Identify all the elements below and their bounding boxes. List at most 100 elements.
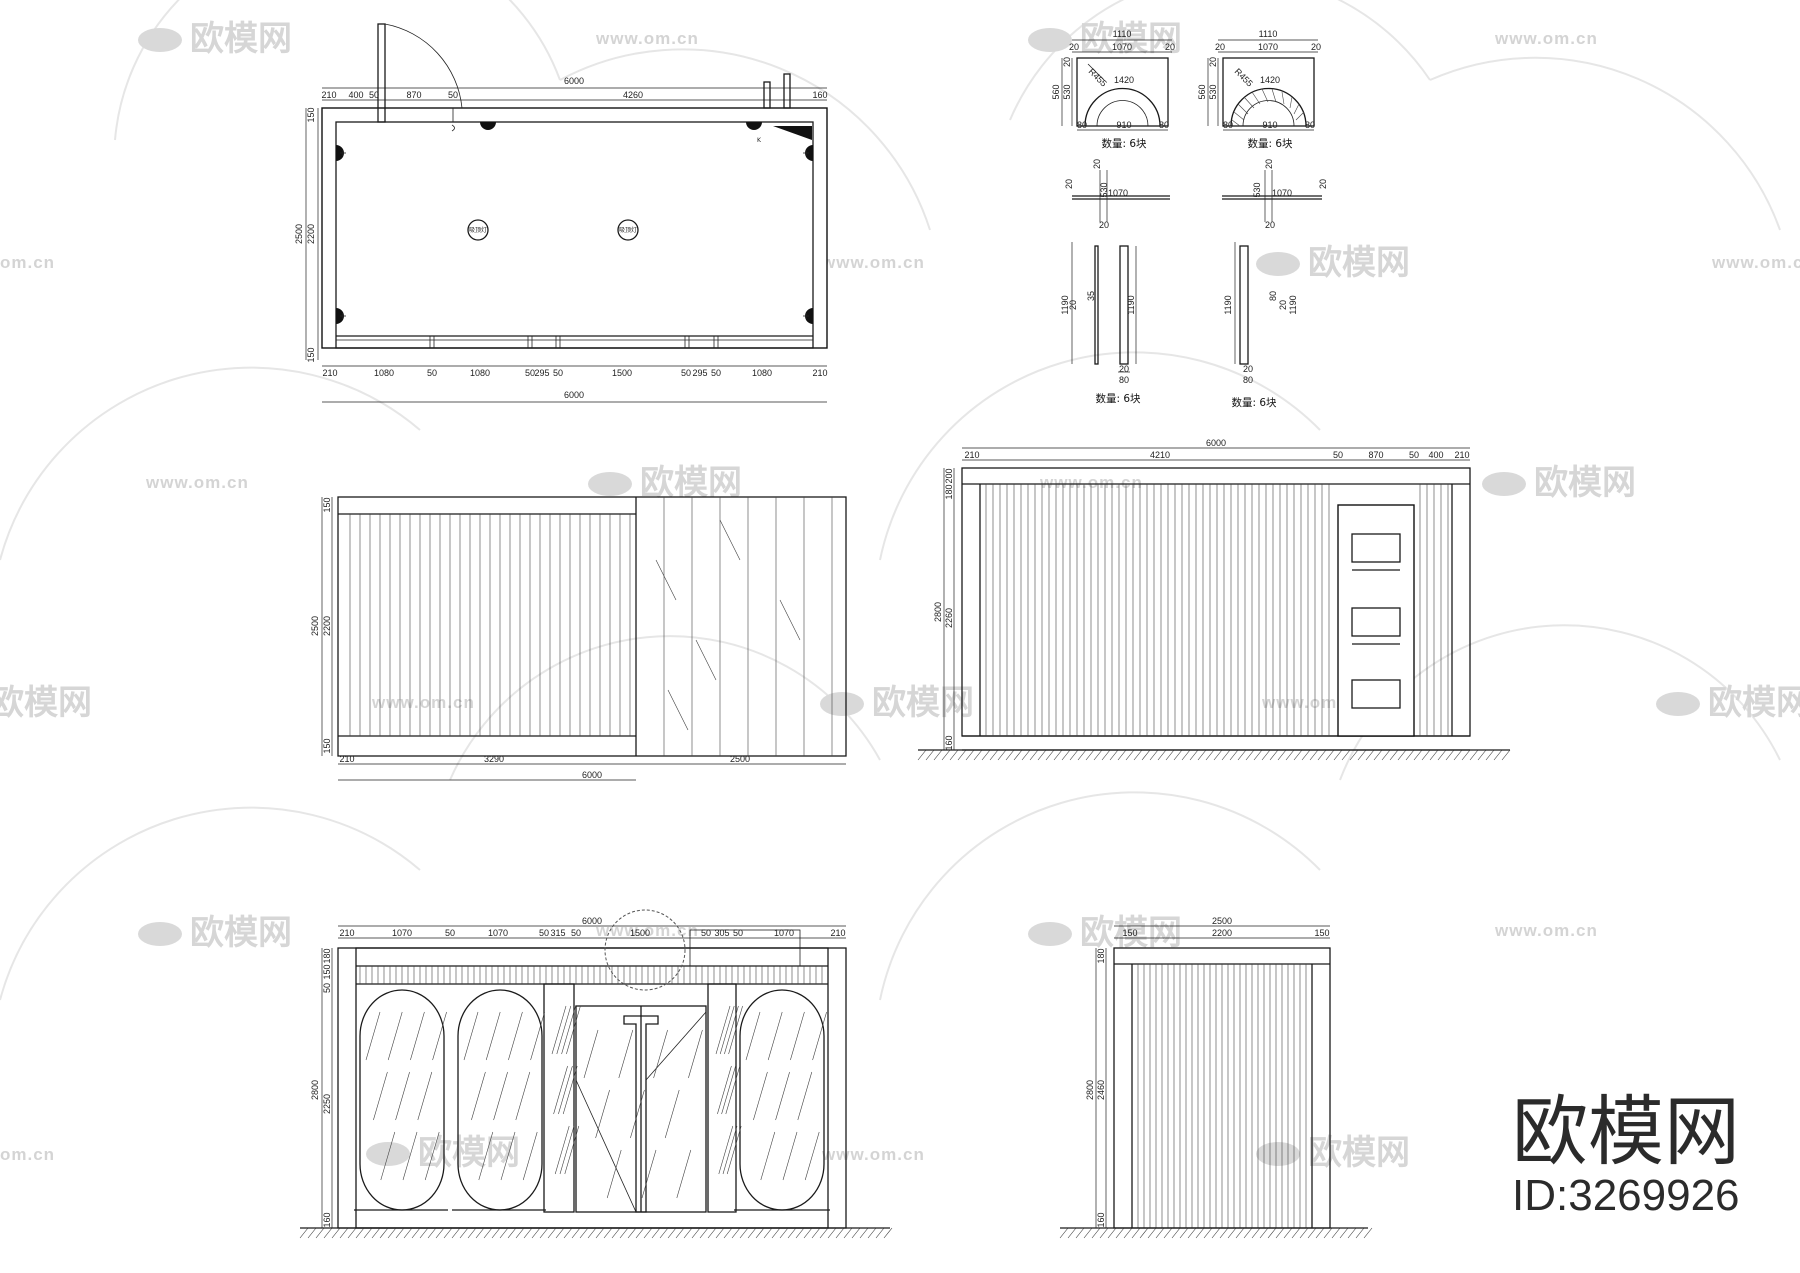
ground-hatch [339,1227,349,1239]
ground-hatch [1317,749,1327,761]
glass-reflection [395,1071,410,1121]
ground-hatch [957,749,967,761]
watermark-text: 欧模网 [1308,1133,1410,1173]
ground-hatch [315,1227,325,1239]
ground-hatch [627,1227,637,1239]
ground-hatch [579,1227,589,1239]
watermark-url: www.om.cn [1711,253,1800,272]
post-a-h2: 20 [1068,300,1078,310]
ground-hatch [1221,749,1231,761]
watermark-url: www.om.cn [1494,29,1598,48]
glass-reflection [753,1071,768,1121]
ground-hatch [1461,749,1471,761]
post-section-a: 1190 20 35 1190 20 80 数量: 6块 [1060,242,1141,405]
plan-bottom-seg-11: 1080 [752,368,772,378]
ground-hatch [973,749,983,761]
arch-b-height-top: 20 [1208,57,1218,67]
ground-hatch [1149,749,1159,761]
ground-hatch [1029,749,1039,761]
ground-hatch [1133,749,1143,761]
ground-hatch [467,1227,477,1239]
elev-left-b2: 2500 [730,754,750,764]
glass-reflection [790,1011,805,1061]
ground-hatch [1005,749,1015,761]
watermark-text: 欧模网 [190,19,292,59]
ground-hatch [1363,1227,1373,1239]
strip-a-530: 530 [1099,182,1109,197]
watermark-url-short: om.cn [0,1145,55,1164]
elev-front-top-seg-9: 305 [714,928,729,938]
ground-hatch [933,749,943,761]
glass-reflection [387,1011,403,1061]
ground-hatch [1181,749,1191,761]
elev-left-h-bottom: 150 [322,738,332,753]
ground-hatch [603,1227,613,1239]
ground-hatch [917,749,927,761]
ground-hatch [1045,749,1055,761]
ground-hatch [1373,749,1383,761]
arch-b-top-right: 20 [1311,42,1321,52]
ground-hatch [1227,1227,1237,1239]
ground-hatch [989,749,999,761]
glass-reflection [664,1089,680,1139]
strip-a-1070: 1070 [1108,188,1128,198]
ground-hatch [1117,749,1127,761]
glass-reflection [606,1149,622,1199]
elev-right-top-seg-0: 210 [964,450,979,460]
elev-front-top-seg-6: 50 [571,928,581,938]
elev-right-top-seg-4: 50 [1409,450,1419,460]
ground-hatch [347,1227,357,1239]
ground-hatch [1123,1227,1133,1239]
ground-hatch [595,1227,605,1239]
watermark-text: 欧模网 [1080,913,1182,953]
stone-texture [719,519,741,561]
plan-bottom-seg-9: 295 [692,368,707,378]
arch-b-base-right: 80 [1305,120,1315,130]
ground-hatch [1131,1227,1141,1239]
elev-right-h3: 2260 [944,608,954,628]
ground-hatch [1053,749,1063,761]
fixture-label-2: 吸顶灯 [619,226,637,234]
elev-right-total: 6000 [1206,438,1226,448]
ground-hatch [949,749,959,761]
ground-hatch [1339,1227,1349,1239]
ground-hatch [925,749,935,761]
ground-hatch [1267,1227,1277,1239]
ground-hatch [587,1227,597,1239]
brand-mark: 欧模网 ID:3269926 [1512,1087,1740,1220]
ac-unit-icon [773,126,812,140]
plan-bottom-seg-6: 50 [553,368,563,378]
ground-hatch [1389,749,1399,761]
strip-section-b: 20 530 1070 20 20 [1222,159,1328,230]
glass-reflection [719,1005,735,1055]
ground-hatch [1291,1227,1301,1239]
glass-reflection [373,1071,388,1121]
ground-hatch [1315,1227,1325,1239]
watermark-text: 欧模网 [872,683,974,723]
ground-hatch [1275,1227,1285,1239]
arched-window-2 [457,989,543,1211]
arch-b-top-left: 20 [1215,42,1225,52]
post-b-w1: 20 [1243,364,1253,374]
brand-id: ID:3269926 [1512,1171,1740,1220]
glass-reflection [653,1029,668,1079]
plan-bottom-total: 6000 [564,390,584,400]
ground-hatch [723,1227,733,1239]
elev-front-top-seg-5: 315 [550,928,565,938]
ground-hatch [827,1227,837,1239]
glass-reflection [797,1071,813,1121]
ground-hatch [619,1227,629,1239]
ground-hatch [1357,749,1367,761]
ground-hatch [1333,749,1343,761]
watermark-logo-icon [820,692,864,716]
ground-hatch [1437,749,1447,761]
watermark-url: www.om.cn [821,1145,925,1164]
ground-hatch [1477,749,1487,761]
elev-front-h0: 50 [322,983,332,993]
ground-hatch [323,1227,333,1239]
arch-a-quantity: 数量: 6块 [1101,137,1147,150]
ground-hatch [1347,1227,1357,1239]
ground-hatch [787,1227,797,1239]
fixture-label-1: 吸顶灯 [469,226,487,234]
